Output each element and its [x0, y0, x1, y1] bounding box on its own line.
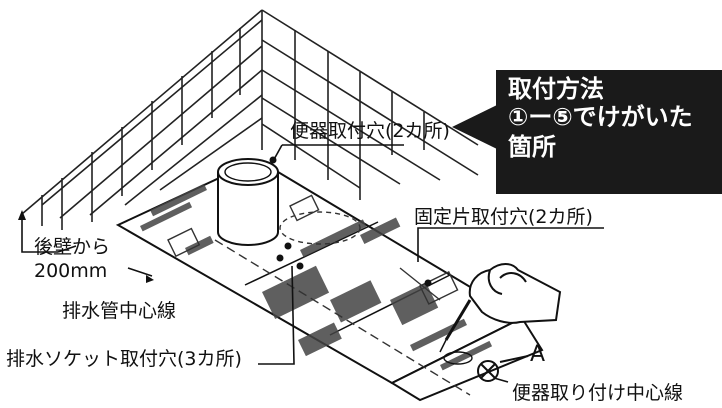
toilet-mount-holes-label: 便器取付穴(2カ所) [290, 120, 450, 142]
marker-a-label: A [530, 342, 546, 367]
marker-a-symbol [477, 355, 529, 382]
toilet-centerline-label: 便器取り付け中心線 [512, 382, 684, 404]
wall-tile-grid [21, 9, 479, 230]
wall-distance-label-1: 後壁から [34, 236, 111, 258]
callout-line-3: 箇所 [508, 133, 556, 161]
drain-socket-holes-label: 排水ソケット取付穴(3カ所) [6, 348, 242, 370]
drain-centerline-label: 排水管中心線 [62, 300, 177, 322]
hand-with-pencil [439, 263, 562, 353]
wall-distance-label-2: 200mm [34, 260, 108, 282]
installation-callout [496, 70, 722, 194]
callout-line-2: ①ー⑤でけがいた [508, 103, 693, 131]
drain-pipe [217, 158, 279, 246]
dimension-arrow-wall [18, 210, 154, 283]
callout-pointer [452, 105, 497, 149]
fixing-piece-holes-label: 固定片取付穴(2カ所) [414, 206, 593, 228]
callout-line-1: 取付方法 [508, 75, 604, 103]
leader-lines [21, 144, 604, 383]
